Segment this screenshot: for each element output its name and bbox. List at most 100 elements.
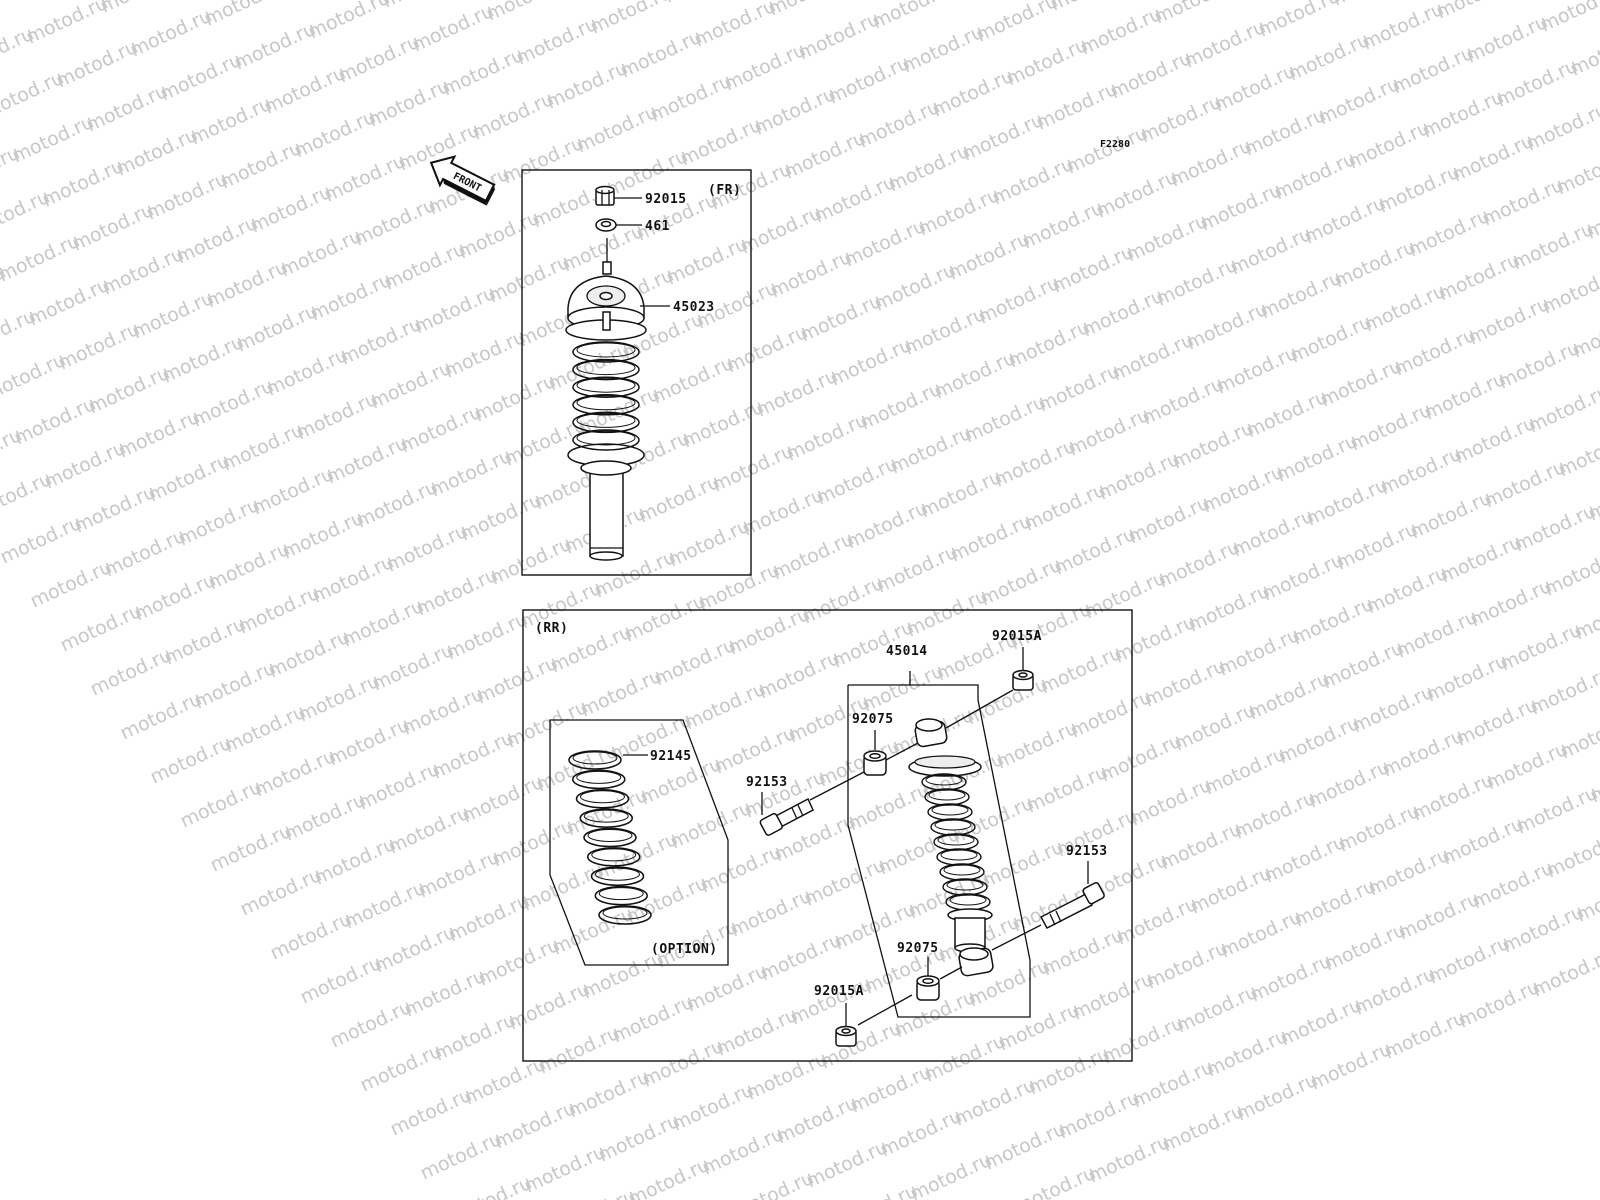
coil-turn-inner	[576, 377, 636, 393]
coil-turn-inner	[595, 867, 640, 881]
watermark-text: motod.ru	[97, 0, 185, 18]
coil-turn-inner	[587, 829, 633, 842]
assembly-bracket-top	[848, 684, 979, 700]
coil-turn	[579, 808, 633, 828]
coil-turn	[590, 866, 645, 886]
front-arrow: FRONT	[429, 155, 496, 206]
coil-turn-inner	[925, 774, 963, 786]
coil-turn-inner	[576, 770, 622, 784]
watermark-text: motod.ru	[661, 0, 749, 8]
coil-turn	[594, 885, 648, 906]
coil-turn-inner	[598, 887, 644, 901]
assembly-bracket-right	[977, 699, 1031, 961]
watermark-text: motod.ru	[1523, 99, 1600, 156]
coil-turn-inner	[928, 789, 966, 801]
watermark-text: motod.ru	[1047, 0, 1135, 16]
watermark-text: motod.ru	[869, 0, 957, 34]
bushing-92075-bottom	[916, 975, 940, 1001]
watermark-text: motod.ru	[973, 0, 1061, 47]
top-bolt-axis-b	[885, 742, 919, 761]
watermark-text: motod.ru	[1571, 588, 1600, 645]
coil-turn	[572, 358, 640, 381]
coil-turn	[572, 411, 640, 434]
nut-92015A-bottom	[835, 1025, 857, 1047]
watermark-text: motod.ru	[1553, 143, 1600, 200]
watermark-text: motod.ru	[1567, 24, 1600, 81]
label-45023: 45023	[673, 300, 715, 315]
coil-turn	[572, 769, 626, 790]
coil-turn-inner	[943, 864, 981, 876]
rear-panel: (RR) 92145 (OPTION) 45014	[522, 609, 1133, 1062]
watermark-text: motod.ru	[447, 1172, 535, 1200]
watermark-text: motod.ru	[305, 0, 393, 44]
label-92075-top: 92075	[852, 712, 894, 727]
watermark-text: motod.ru	[1539, 262, 1600, 319]
bushing-92075-top	[863, 750, 887, 776]
coil-turn	[598, 905, 652, 925]
watermark-text: motod.ru	[1513, 782, 1600, 839]
watermark-text: motod.ru	[1525, 381, 1600, 438]
label-461: 461	[645, 219, 670, 234]
watermark-text: motod.ru	[1543, 826, 1600, 883]
front-panel-frame	[521, 169, 752, 576]
coil-turn	[572, 376, 640, 398]
watermark-text: motod.ru	[587, 0, 675, 39]
label-92015A-top: 92015A	[992, 629, 1042, 644]
bottom-bolt-axis-a	[991, 924, 1042, 951]
coil-turn	[568, 750, 622, 770]
watermark-text: motod.ru	[1433, 0, 1521, 24]
rear-shock-coil-spring	[921, 773, 991, 911]
top-bolt-axis-c	[945, 689, 1014, 729]
option-label: (OPTION)	[651, 942, 718, 957]
front-shock-absorber	[565, 238, 647, 561]
label-92153-right: 92153	[1066, 844, 1108, 859]
watermark-text: motod.ru	[483, 0, 571, 26]
bolt-92153-left	[759, 797, 814, 836]
label-92015A-bottom: 92015A	[814, 984, 864, 999]
watermark-text: motod.ru	[765, 0, 853, 21]
watermark-text: motod.ru	[1569, 306, 1600, 363]
coil-turn	[583, 827, 637, 848]
front-coil-spring	[572, 341, 640, 451]
watermark-text: motod.ru	[1541, 544, 1600, 601]
assembly-bracket-side	[847, 685, 1031, 1018]
coil-turn-inner	[602, 906, 648, 920]
label-92145: 92145	[650, 749, 692, 764]
coil-turn-inner	[931, 804, 969, 816]
watermark-text: motod.ru	[1255, 0, 1343, 42]
coil-turn-inner	[583, 809, 629, 823]
coil-turn-inner	[949, 894, 987, 906]
label-92075-bottom: 92075	[897, 941, 939, 956]
coil-turn-inner	[576, 395, 636, 411]
nut-92015A-top	[1012, 669, 1034, 691]
nut-92015	[595, 185, 615, 206]
watermark-text: motod.ru	[379, 0, 467, 13]
coil-turn-inner	[591, 848, 637, 862]
watermark-text: motod.ru	[1151, 0, 1239, 29]
front-panel: (FR) 92015 461	[521, 169, 752, 576]
watermark-text: motod.ru	[1555, 425, 1600, 482]
watermark-text: motod.ru	[691, 0, 779, 52]
option-coil-spring-92145	[568, 750, 652, 925]
watermark-text: motod.ru	[1537, 0, 1600, 37]
coil-turn	[572, 341, 640, 363]
coil-turn	[936, 848, 982, 866]
watermark-text: motod.ru	[23, 0, 111, 49]
bolt-92153-right	[1039, 882, 1105, 930]
diagram-code: F2280	[1100, 139, 1130, 150]
coil-turn-inner	[940, 849, 978, 861]
coil-turn	[572, 394, 640, 416]
watermark-text: motod.ru	[1329, 0, 1417, 11]
rear-panel-frame	[522, 609, 1133, 1062]
coil-turn-inner	[934, 819, 972, 831]
washer-461	[595, 218, 617, 232]
bottom-bolt-axis-c	[857, 994, 913, 1026]
coil-turn	[575, 789, 630, 809]
watermark-text: motod.ru	[943, 0, 1031, 3]
label-92015: 92015	[645, 192, 687, 207]
coil-turn-inner	[576, 430, 636, 446]
watermark-text: motod.ru	[0, 0, 7, 36]
watermark-text: motod.ru	[1557, 707, 1600, 764]
